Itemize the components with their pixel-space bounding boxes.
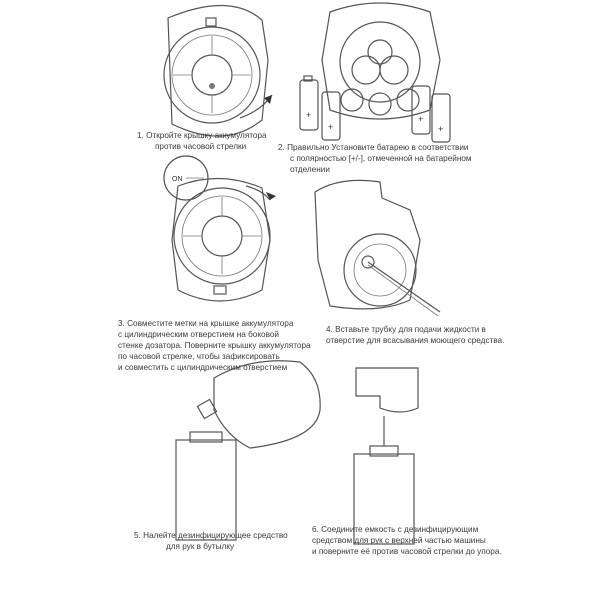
step4-caption: 4. Вставьте трубку для подачи жидкости в…: [326, 325, 505, 345]
step1-caption: 1. Откройте крышку аккумулятора против ч…: [137, 131, 267, 151]
arrow-head-icon: [264, 95, 272, 104]
lock-mark-zoom: ON: [163, 155, 209, 201]
svg-text:+: +: [306, 110, 311, 120]
rotate-arrow-icon: [245, 185, 271, 201]
refill-bottle-tilted: [196, 360, 321, 449]
svg-text:+: +: [328, 122, 333, 132]
machine-top-part: [355, 367, 419, 413]
svg-text:+: +: [418, 114, 423, 124]
battery-left: [299, 75, 341, 141]
step3-caption: 3. Совместите метки на крышке аккумулято…: [118, 319, 311, 372]
battery-right: [411, 85, 451, 143]
dispenser-bottle: [175, 431, 237, 541]
step6-caption: 6. Соедините емкость с дезинфицирующим с…: [312, 525, 502, 556]
tube: [367, 261, 441, 313]
step5-caption: 5. Налейте дезинфицирующее средство для …: [134, 531, 288, 551]
cover-rotated: [171, 177, 271, 302]
bottle-below: [353, 416, 415, 545]
svg-text:+: +: [438, 124, 443, 134]
step2-caption: 2. Правильно Установите батарею в соотве…: [278, 143, 472, 174]
dispenser-bottom-cover: [163, 4, 269, 137]
dispenser-side-view: [314, 179, 421, 310]
svg-text:ON: ON: [172, 176, 183, 183]
polarity-marks: + + + +: [306, 110, 443, 134]
